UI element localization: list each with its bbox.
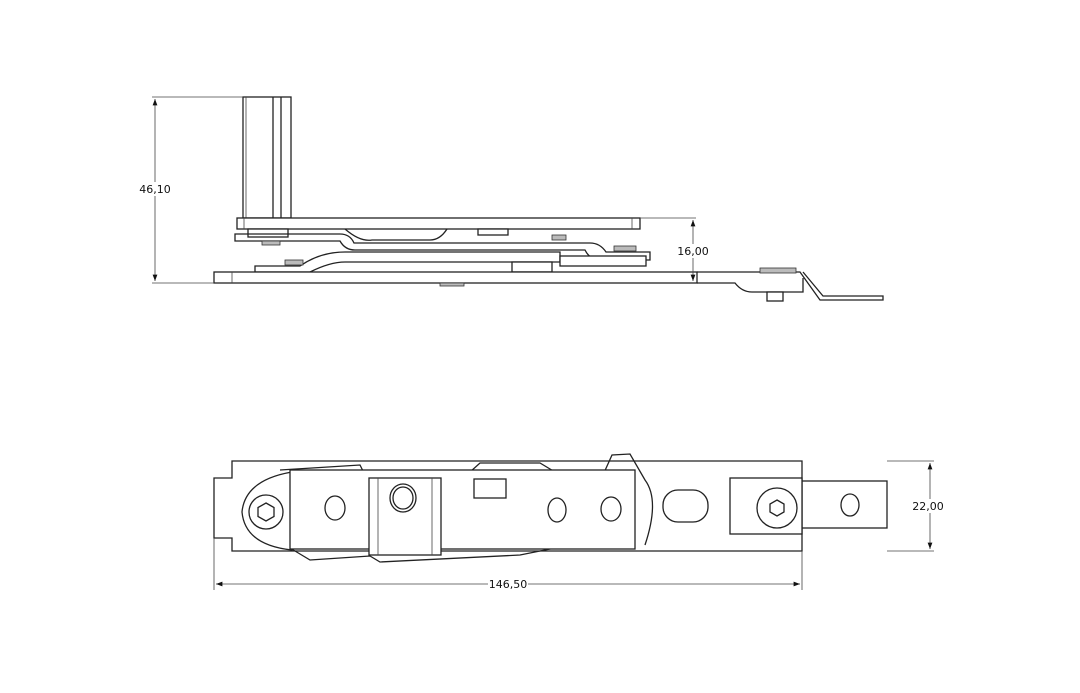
- stack-dimension-label: 16,00: [677, 245, 709, 258]
- link-arm-upper: [234, 233, 651, 261]
- hex-socket-icon: [769, 499, 785, 517]
- side-view: 46,10 16,00: [138, 96, 884, 302]
- locking-screw: [756, 487, 798, 529]
- slot-hole: [662, 489, 709, 523]
- hex-socket-icon: [257, 502, 275, 522]
- main-link-plate: [289, 469, 636, 550]
- top-view: 22,00 146,50: [213, 453, 948, 591]
- pivot-cap: [241, 471, 293, 551]
- base-plate: [213, 271, 698, 284]
- width-dimension-label: 22,00: [912, 500, 944, 513]
- pivot-screw: [248, 494, 284, 530]
- height-dimension-label: 46,10: [139, 183, 171, 196]
- top-plate: [236, 217, 641, 230]
- vertical-post: [242, 96, 292, 219]
- length-dimension-label: 146,50: [489, 578, 528, 591]
